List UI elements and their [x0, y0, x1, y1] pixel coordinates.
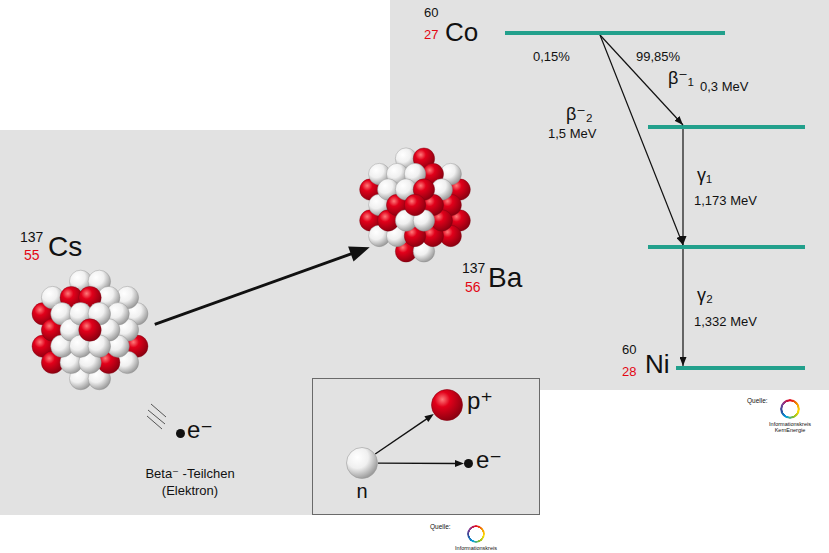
decay-symbol: γ₁ [697, 165, 712, 186]
nucleus-illustration [353, 143, 477, 267]
proton: p⁺ [431, 389, 463, 421]
logo-text: Informationskreis [450, 545, 502, 551]
source-note: Quelle: [430, 523, 451, 530]
element-symbol: Ni [645, 350, 670, 380]
mass-number: 137 [20, 229, 43, 245]
decay-symbol: β⁻₁ [668, 68, 694, 89]
nucleus: 13756Ba [353, 143, 477, 267]
atomic-number: 56 [465, 279, 481, 295]
arrow-head [455, 460, 464, 467]
logo-ring [780, 399, 800, 419]
atomic-number: 28 [622, 365, 636, 380]
motion-streak [147, 416, 162, 429]
connector-line [378, 462, 457, 464]
element-symbol: Co [445, 18, 478, 48]
proton-sphere [79, 319, 101, 341]
connector [155, 247, 370, 325]
particle-symbol: e⁻ [187, 416, 213, 444]
arrow-head [348, 247, 370, 262]
particle-sphere [431, 389, 463, 421]
decay-symbol: β⁻₂ [566, 104, 593, 125]
particle-symbol: p⁺ [467, 387, 493, 415]
energy-level: 6028Ni [676, 366, 805, 370]
energy-level [648, 125, 805, 129]
particle-caption: Beta⁻ -Teilchen (Elektron) [125, 466, 255, 500]
logo-text: Informationskreis KernEnergie [764, 421, 816, 433]
connector [378, 460, 464, 467]
source-note: Quelle: [747, 397, 768, 404]
energy-value: 1,332 MeV [694, 315, 757, 330]
electron: e⁻ [176, 429, 185, 438]
energy-value: 1,5 MeV [548, 127, 596, 142]
element-symbol: Ba [488, 262, 522, 294]
mass-number: 60 [622, 343, 636, 358]
energy-value: 0,3 MeV [700, 80, 748, 95]
motion-streak [148, 410, 165, 424]
inset-frame [313, 379, 540, 515]
neutron: n [346, 447, 378, 479]
nucleus-illustration [25, 265, 155, 395]
energy-level [648, 245, 805, 249]
particle-symbol: e⁻ [476, 446, 502, 474]
element-symbol: Cs [48, 231, 82, 263]
proton-sphere [404, 194, 425, 215]
particle-symbol: n [357, 480, 368, 503]
gamma-arrow [682, 129, 683, 245]
neutron-sphere [347, 448, 378, 479]
motion-streak [151, 404, 166, 417]
connector-line [155, 253, 355, 325]
connector [375, 414, 434, 454]
connector-line [375, 418, 428, 454]
grey-panels [0, 0, 829, 515]
mass-number: 60 [424, 6, 438, 21]
particle-sphere [346, 447, 378, 479]
branching-ratio: 99,85% [636, 50, 680, 65]
energy-level: 6027Co [505, 31, 725, 35]
atomic-number: 55 [24, 247, 40, 263]
logo-ring [467, 525, 485, 543]
branching-ratio: 0,15% [533, 50, 570, 65]
proton-sphere [432, 390, 463, 421]
electron: e⁻ [464, 459, 473, 468]
energy-value: 1,173 MeV [694, 194, 757, 209]
gamma-arrow [682, 249, 683, 366]
decay-symbol: γ₂ [697, 285, 713, 306]
mass-number: 137 [462, 260, 485, 276]
decay-arrow [600, 35, 683, 245]
atomic-number: 27 [424, 28, 438, 43]
nucleus: 13755Cs [25, 265, 155, 395]
arrow-head [424, 414, 433, 422]
